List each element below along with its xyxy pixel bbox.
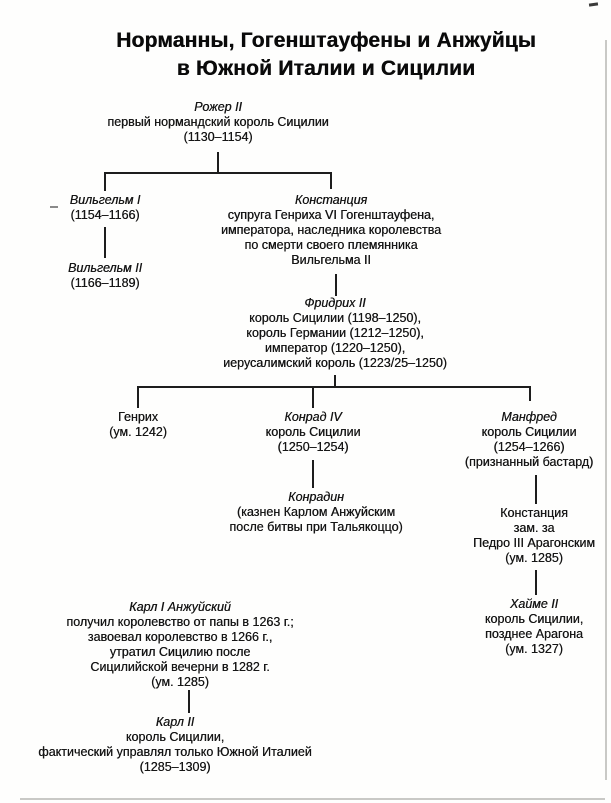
- connector-karl1-karl2: [188, 690, 190, 713]
- scan-speck: [588, 2, 599, 7]
- person-name: Манфред: [501, 410, 557, 424]
- person-name: Рожер II: [194, 100, 242, 114]
- person-detail: Вильгельма II: [291, 253, 371, 267]
- connector-drop-manfred: [529, 386, 531, 401]
- person-name: Констанция: [294, 193, 368, 207]
- node-constance1: Констанция супруга Генриха VI Гогенштауф…: [206, 193, 456, 268]
- person-name: Вильгельм I: [69, 193, 141, 207]
- scan-edge-bottom: [20, 798, 605, 800]
- person-detail: (1130–1154): [183, 130, 253, 144]
- chart-title-line2: в Южной Италии и Сицилии: [176, 57, 476, 80]
- person-detail: (ум. 1285): [151, 675, 209, 689]
- person-detail: по смерти своего племянника: [244, 238, 418, 252]
- connector-drop-constance1: [330, 172, 332, 189]
- connector-friedrich2-stem: [334, 375, 336, 387]
- chart-title-line1: Норманны, Гогенштауфены и Анжуйцы: [116, 29, 536, 52]
- connector-drop-heinrich: [137, 386, 139, 408]
- connector-constance2-jaime2: [535, 570, 537, 595]
- node-manfred: Манфред король Сицилии (1254–1266) (приз…: [444, 410, 611, 470]
- connector-wilhelm1-wilhelm2: [104, 227, 106, 258]
- connector-konrad4-konradin: [312, 460, 314, 488]
- connector-friedrich2-children-bar: [137, 386, 531, 388]
- person-detail: первый нормандский король Сицилии: [107, 115, 329, 129]
- person-detail: (1254–1266): [493, 440, 565, 454]
- node-friedrich2: Фридрих II король Сицилии (1198–1250), к…: [200, 296, 470, 371]
- person-detail: (ум. 1285): [505, 551, 563, 565]
- node-konrad4: Конрад IV король Сицилии (1250–1254): [243, 410, 383, 455]
- node-roger2: Рожер II первый нормандский король Сицил…: [88, 100, 348, 145]
- person-detail: король Сицилии: [481, 425, 577, 439]
- person-detail: после битвы при Тальякоццо): [229, 520, 403, 534]
- node-konradin: Конрадин (казнен Карлом Анжуйским после …: [201, 490, 431, 535]
- person-detail: Сицилийской вечерни в 1282 г.: [90, 660, 270, 674]
- person-detail: получил королевство от папы в 1263 г.;: [66, 615, 294, 629]
- person-detail: супруга Генриха VI Гогенштауфена,: [227, 208, 435, 222]
- connector-manfred-constance2: [535, 475, 537, 504]
- person-detail: (ум. 1242): [109, 425, 167, 439]
- person-detail: утратил Сицилию после: [109, 645, 251, 659]
- connector-drop-konrad4: [312, 386, 314, 408]
- person-detail: (ум. 1327): [505, 642, 563, 656]
- scan-edge-right: [605, 40, 607, 780]
- person-detail: король Сицилии: [265, 425, 361, 439]
- person-detail: (признанный бастард): [464, 455, 594, 469]
- scan-speck: [50, 206, 58, 208]
- connector-roger-children-bar: [104, 172, 332, 174]
- node-karl1: Карл I Анжуйский получил королевство от …: [30, 600, 330, 690]
- person-detail: король Германии (1212–1250),: [246, 326, 424, 340]
- person-detail: король Сицилии (1198–1250),: [249, 311, 421, 325]
- person-name: Генрих: [118, 410, 158, 424]
- person-detail: император (1220–1250),: [264, 341, 406, 355]
- person-detail: Педро III Арагонским: [473, 536, 595, 550]
- person-detail: король Сицилии,: [484, 612, 584, 626]
- person-name: Карл I Анжуйский: [129, 600, 231, 614]
- person-name: Фридрих II: [304, 296, 366, 310]
- person-detail: позднее Арагона: [485, 627, 583, 641]
- connector-drop-wilhelm1: [104, 172, 106, 191]
- connector-constance1-friedrich2: [335, 274, 337, 296]
- node-karl2: Карл II король Сицилии, фактический упра…: [15, 715, 335, 775]
- person-name: Конрад IV: [284, 410, 342, 424]
- person-detail: (1250–1254): [277, 440, 349, 454]
- person-detail: король Сицилии,: [125, 730, 225, 744]
- node-constance2: Констанция зам. за Педро III Арагонским …: [454, 506, 611, 566]
- person-name: Констанция: [500, 506, 568, 520]
- person-detail: зам. за: [513, 521, 555, 535]
- node-jaime2: Хайме II король Сицилии, позднее Арагона…: [464, 597, 604, 657]
- person-detail: завоевал королевство в 1266 г.,: [87, 630, 273, 644]
- person-name: Вильгельм II: [67, 261, 143, 275]
- node-heinrich: Генрих (ум. 1242): [83, 410, 193, 440]
- person-detail: иерусалимский король (1223/25–1250): [223, 356, 447, 370]
- connector-roger-stem: [217, 152, 219, 173]
- person-detail: (1285–1309): [139, 760, 211, 774]
- chart-title: Норманны, Гогенштауфены и Анжуйцы в Южно…: [46, 27, 606, 83]
- node-wilhelm1: Вильгельм I (1154–1166): [40, 193, 170, 223]
- person-detail: императора, наследника королевства: [220, 223, 442, 237]
- person-detail: (1166–1189): [70, 276, 140, 290]
- person-detail: (казнен Карлом Анжуйским: [236, 505, 396, 519]
- person-name: Конрадин: [288, 490, 344, 504]
- person-name: Карл II: [155, 715, 195, 729]
- person-detail: (1154–1166): [70, 208, 140, 222]
- person-name: Хайме II: [509, 597, 559, 611]
- node-wilhelm2: Вильгельм II (1166–1189): [40, 261, 170, 291]
- person-detail: фактический управлял только Южной Италие…: [38, 745, 312, 759]
